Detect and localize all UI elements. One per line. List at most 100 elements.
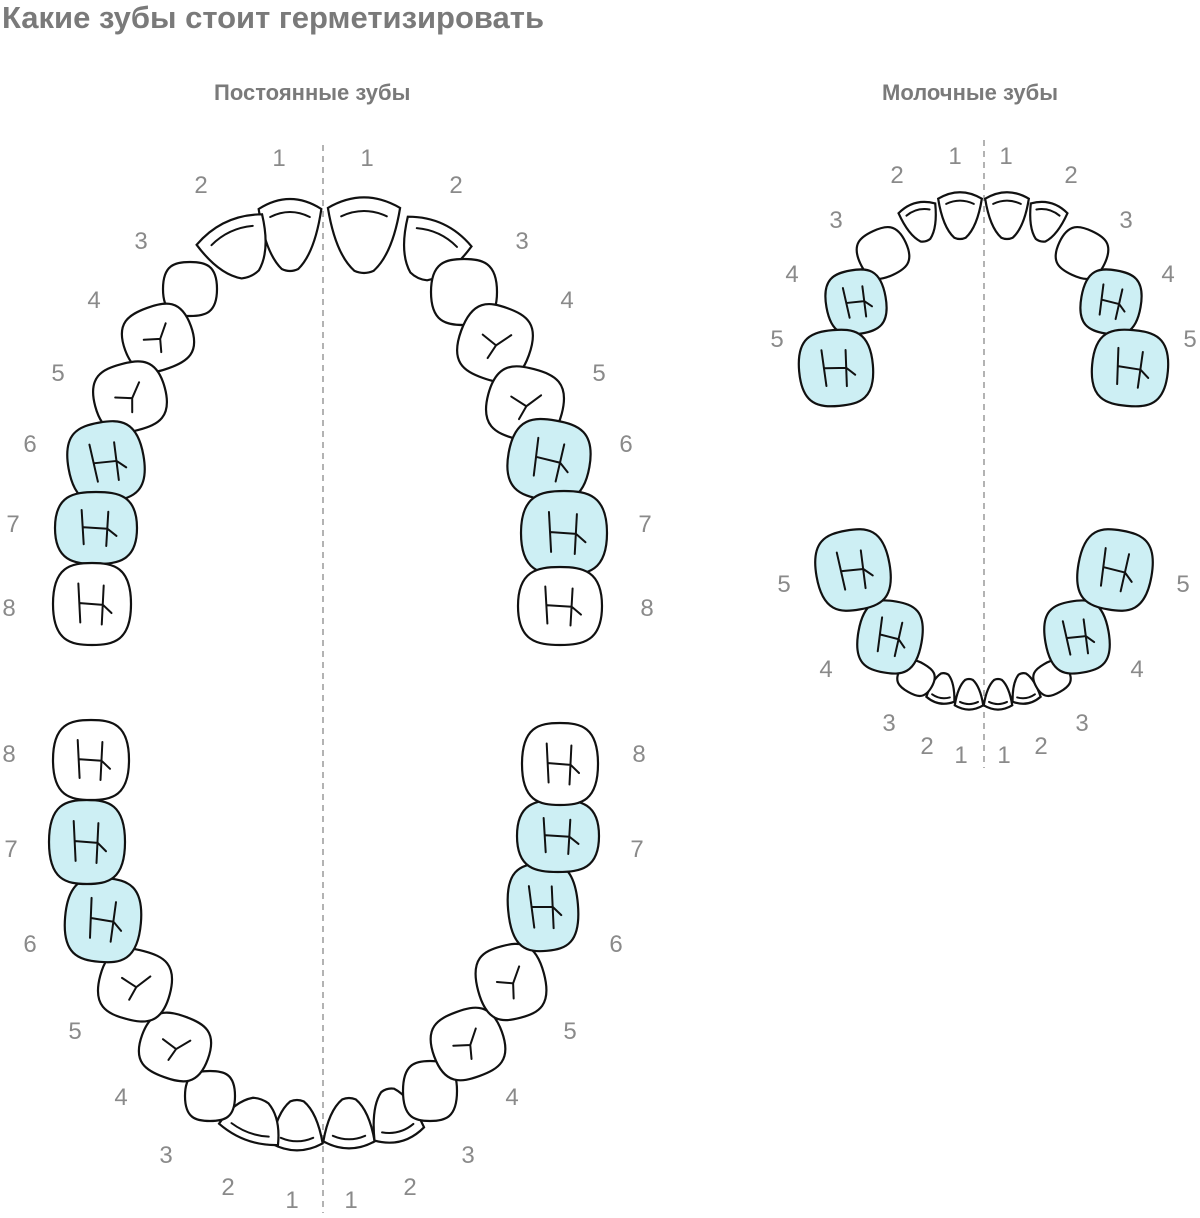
baby-lower-right-number-5: 5 bbox=[1176, 571, 1189, 598]
tooth-outline bbox=[897, 200, 937, 243]
baby-lower-left-number-1: 1 bbox=[954, 742, 967, 769]
baby-lower-left-tooth-2 bbox=[925, 672, 956, 705]
baby-upper-left-number-5: 5 bbox=[770, 326, 783, 353]
permanent-lower-right-number-2: 2 bbox=[403, 1174, 416, 1201]
teeth-layer bbox=[47, 191, 1170, 1152]
baby-lower-left-number-2: 2 bbox=[920, 733, 933, 760]
tooth-outline bbox=[983, 191, 1031, 241]
tooth-groove bbox=[210, 224, 254, 247]
permanent-lower-left-number-7: 7 bbox=[4, 836, 17, 863]
permanent-upper-right-number-8: 8 bbox=[640, 595, 653, 622]
permanent-upper-right-number-5: 5 bbox=[592, 360, 605, 387]
baby-upper-right-number-2: 2 bbox=[1064, 162, 1077, 189]
tooth-groove bbox=[481, 333, 513, 360]
baby-lower-right-tooth-4 bbox=[1043, 599, 1111, 675]
tooth-outline bbox=[270, 1098, 324, 1152]
baby-upper-right-number-4: 4 bbox=[1161, 261, 1174, 288]
baby-lower-right-number-2: 2 bbox=[1034, 733, 1047, 760]
permanent-lower-left-number-1: 1 bbox=[285, 1187, 298, 1214]
permanent-lower-right-tooth-2 bbox=[372, 1087, 426, 1144]
permanent-lower-right-number-4: 4 bbox=[505, 1084, 518, 1111]
permanent-lower-right-number-7: 7 bbox=[630, 836, 643, 863]
tooth-outline bbox=[372, 1087, 426, 1144]
permanent-upper-right-tooth-6 bbox=[506, 417, 592, 503]
page-title: Какие зубы стоит герметизировать bbox=[2, 0, 545, 35]
permanent-upper-right-tooth-8 bbox=[516, 565, 604, 647]
baby-lower-right-number-4: 4 bbox=[1130, 656, 1143, 683]
tooth-groove bbox=[905, 208, 931, 217]
tooth-groove bbox=[988, 700, 1008, 706]
tooth-groove bbox=[1016, 693, 1036, 700]
tooth-outline bbox=[322, 1096, 376, 1150]
baby-lower-right-tooth-2 bbox=[1011, 672, 1042, 705]
permanent-lower-right-number-1: 1 bbox=[344, 1187, 357, 1214]
baby-upper-right-tooth-5 bbox=[1090, 328, 1170, 408]
baby-upper-left-tooth-2 bbox=[897, 200, 937, 243]
permanent-lower-right-tooth-7 bbox=[515, 798, 601, 874]
baby-upper-left-number-1: 1 bbox=[948, 143, 961, 170]
permanent-lower-right-tooth-1 bbox=[322, 1096, 376, 1150]
tooth-groove bbox=[1116, 346, 1150, 389]
baby-teeth-heading: Молочные зубы bbox=[882, 80, 1058, 105]
tooth-groove bbox=[161, 1038, 192, 1061]
baby-upper-right-tooth-2 bbox=[1029, 200, 1069, 243]
tooth-groove bbox=[72, 820, 107, 864]
permanent-lower-left-number-3: 3 bbox=[159, 1142, 172, 1169]
baby-upper-left-number-4: 4 bbox=[785, 261, 798, 288]
permanent-lower-left-tooth-6 bbox=[63, 876, 143, 964]
permanent-lower-right-number-6: 6 bbox=[609, 931, 622, 958]
tooth-groove bbox=[959, 700, 979, 706]
tooth-groove bbox=[547, 511, 587, 555]
tooth-groove bbox=[992, 199, 1022, 205]
tooth-groove bbox=[415, 227, 459, 248]
tooth-outline bbox=[474, 942, 548, 1022]
tooth-groove bbox=[835, 549, 874, 591]
permanent-upper-left-number-3: 3 bbox=[134, 228, 147, 255]
tooth-groove bbox=[88, 896, 123, 943]
permanent-upper-left-tooth-1 bbox=[257, 198, 323, 273]
permanent-lower-left-tooth-1 bbox=[270, 1098, 324, 1152]
permanent-upper-right-number-7: 7 bbox=[638, 511, 651, 538]
tooth-groove bbox=[841, 285, 873, 319]
permanent-upper-left-number-8: 8 bbox=[2, 595, 15, 622]
tooth-groove bbox=[545, 742, 580, 786]
permanent-upper-right-number-3: 3 bbox=[515, 228, 528, 255]
permanent-upper-right-tooth-4 bbox=[456, 302, 534, 384]
permanent-lower-left-number-4: 4 bbox=[114, 1084, 127, 1111]
baby-upper-left-tooth-1 bbox=[936, 191, 984, 241]
permanent-lower-left-tooth-8 bbox=[51, 718, 131, 802]
baby-upper-right-number-1: 1 bbox=[999, 143, 1012, 170]
permanent-upper-left-number-6: 6 bbox=[23, 431, 36, 458]
tooth-groove bbox=[80, 509, 118, 547]
tooth-groove bbox=[542, 817, 580, 855]
tooth-groove bbox=[876, 616, 906, 658]
permanent-upper-right-number-2: 2 bbox=[449, 172, 462, 199]
tooth-outline bbox=[401, 1059, 459, 1123]
permanent-lower-left-number-5: 5 bbox=[68, 1018, 81, 1045]
tooth-outline bbox=[456, 302, 534, 384]
permanent-upper-right-number-6: 6 bbox=[619, 431, 632, 458]
tooth-groove bbox=[142, 322, 167, 354]
baby-upper-left-tooth-3 bbox=[855, 225, 911, 281]
baby-lower-right-tooth-1 bbox=[982, 677, 1014, 711]
permanent-upper-left-number-1: 1 bbox=[272, 145, 285, 172]
baby-lower-left-tooth-5 bbox=[814, 528, 892, 612]
tooth-groove bbox=[269, 211, 311, 218]
permanent-teeth-heading: Постоянные зубы bbox=[214, 80, 411, 105]
permanent-lower-right-tooth-5 bbox=[474, 942, 548, 1022]
tooth-groove bbox=[1098, 283, 1126, 321]
tooth-groove bbox=[114, 381, 141, 414]
permanent-lower-left-number-6: 6 bbox=[23, 931, 36, 958]
tooth-groove bbox=[76, 739, 111, 781]
permanent-lower-left-tooth-7 bbox=[47, 798, 127, 886]
baby-lower-left-number-3: 3 bbox=[882, 710, 895, 737]
permanent-upper-left-tooth-2 bbox=[195, 213, 267, 280]
tooth-groove bbox=[1099, 547, 1133, 593]
permanent-upper-left-number-7: 7 bbox=[6, 511, 19, 538]
tooth-groove bbox=[532, 436, 569, 483]
tooth-groove bbox=[120, 975, 152, 1001]
tooth-groove bbox=[510, 394, 543, 421]
permanent-upper-right-tooth-1 bbox=[326, 196, 402, 275]
baby-lower-right-number-3: 3 bbox=[1075, 710, 1088, 737]
tooth-groove bbox=[331, 1134, 367, 1141]
